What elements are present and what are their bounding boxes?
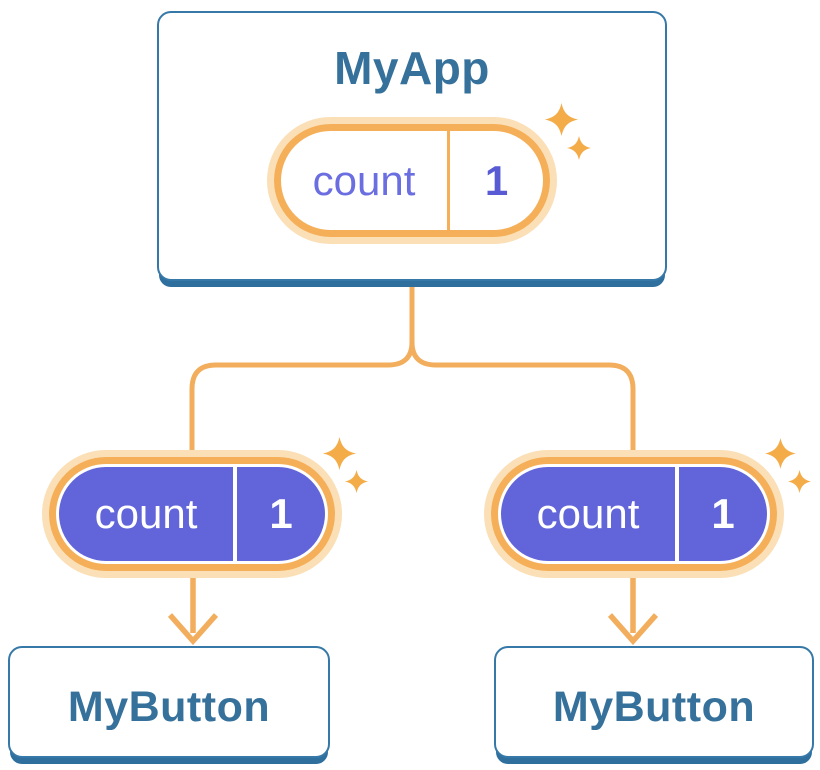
left-prop-value: 1 <box>269 490 293 537</box>
sparkles-icon <box>765 438 812 494</box>
mybutton-title: MyButton <box>552 682 756 731</box>
right-prop-name: count <box>536 490 640 537</box>
pill-divider <box>447 131 450 230</box>
right-prop-pill: count 1 <box>484 450 784 578</box>
sparkles-icon <box>545 103 591 160</box>
myapp-title: MyApp <box>334 42 490 94</box>
mybutton-card-right: MyButton <box>494 646 814 758</box>
left-prop-pill: count 1 <box>42 450 342 578</box>
branch-right-line <box>409 341 636 452</box>
branch-left-line <box>189 284 415 452</box>
root-state-name: count <box>312 156 416 204</box>
mybutton-title: MyButton <box>67 682 271 731</box>
mybutton-card-left: MyButton <box>8 646 330 758</box>
root-state-pill: count 1 <box>267 117 557 244</box>
left-prop-name: count <box>94 490 198 537</box>
pill-divider <box>233 467 237 561</box>
sparkles-icon <box>323 437 369 494</box>
root-state-value: 1 <box>484 156 509 204</box>
pill-divider <box>675 467 679 561</box>
arrow-left-head <box>167 613 219 646</box>
right-prop-value: 1 <box>711 490 735 537</box>
arrow-right-head <box>607 613 659 646</box>
